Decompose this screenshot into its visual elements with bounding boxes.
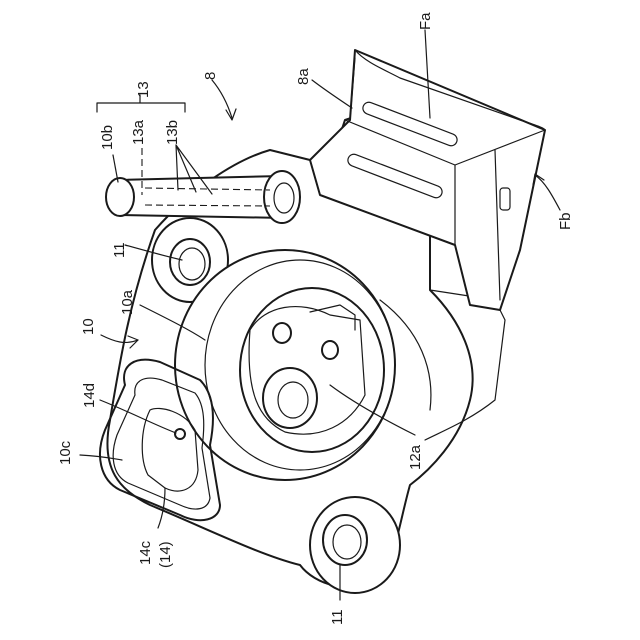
label-13: 13 bbox=[136, 81, 151, 98]
label-11-bottom: 11 bbox=[330, 609, 345, 625]
label-10b: 10b bbox=[100, 125, 115, 150]
label-8a: 8a bbox=[296, 68, 311, 85]
shaft-collar bbox=[264, 171, 300, 223]
label-Fa: Fa bbox=[418, 12, 433, 30]
shaft-body bbox=[118, 176, 285, 218]
label-Fb: Fb bbox=[558, 212, 573, 230]
socket-hole-large bbox=[263, 368, 317, 428]
label-14: (14) bbox=[158, 541, 173, 568]
vent-hole-14d bbox=[175, 429, 185, 439]
label-10c: 10c bbox=[58, 441, 73, 465]
leader-10 bbox=[101, 335, 138, 342]
label-14c: 14c bbox=[138, 541, 153, 565]
socket-hole-small-1 bbox=[273, 323, 291, 343]
label-10: 10 bbox=[81, 318, 96, 335]
leader-8a bbox=[312, 80, 352, 108]
label-13a: 13a bbox=[131, 120, 146, 145]
label-8: 8 bbox=[203, 72, 218, 80]
label-12a: 12a bbox=[408, 445, 423, 470]
label-14d: 14d bbox=[82, 383, 97, 408]
leader-Fb bbox=[535, 175, 560, 210]
mount-hole-top bbox=[170, 239, 210, 285]
label-11-top: 11 bbox=[112, 242, 127, 258]
label-10a: 10a bbox=[120, 290, 135, 315]
socket-hole-small-2 bbox=[322, 341, 338, 359]
label-13b: 13b bbox=[165, 120, 180, 145]
shaft-end bbox=[106, 178, 134, 216]
leader-8 bbox=[212, 80, 232, 118]
cylinder-inner bbox=[240, 288, 384, 452]
